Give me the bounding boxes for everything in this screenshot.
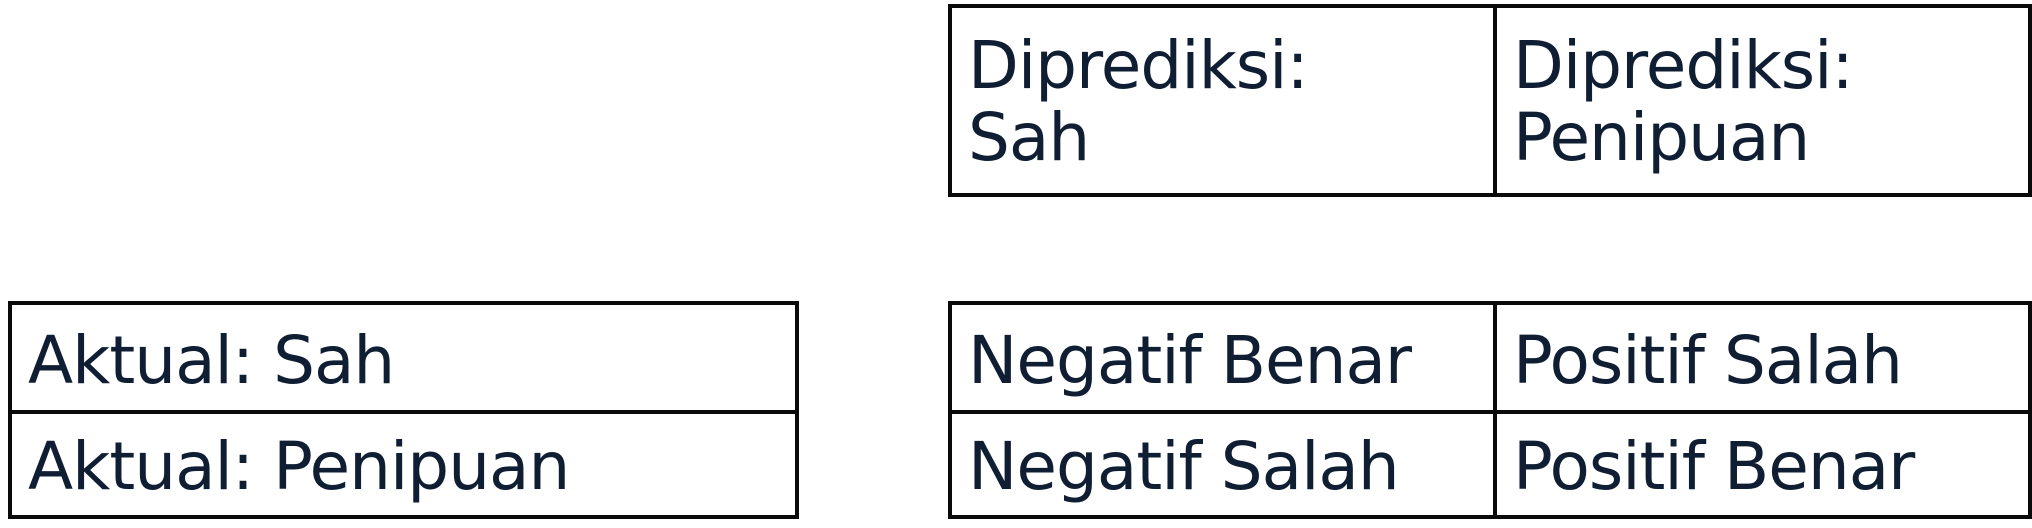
predicted-header-divider	[1493, 8, 1497, 193]
predicted-fraud-header: Diprediksi: Penipuan	[1497, 30, 2032, 174]
actual-header-divider	[12, 410, 795, 414]
predicted-legit-header: Diprediksi: Sah	[952, 30, 1492, 174]
cell-false-positive: Positif Salah	[1513, 322, 1903, 399]
cell-false-negative: Negatif Salah	[968, 428, 1400, 505]
predicted-fraud-line1: Diprediksi:	[1513, 27, 1854, 104]
predicted-header-table: Diprediksi: Sah Diprediksi: Penipuan	[948, 4, 2032, 197]
predicted-legit-line2: Sah	[968, 99, 1090, 176]
confusion-matrix: Negatif Benar Positif Salah Negatif Sala…	[948, 301, 2032, 519]
actual-header-table: Aktual: Sah Aktual: Penipuan	[8, 301, 799, 519]
cell-true-positive: Positif Benar	[1513, 428, 1915, 505]
actual-fraud-header: Aktual: Penipuan	[28, 428, 570, 505]
predicted-legit-line1: Diprediksi:	[968, 27, 1309, 104]
actual-legit-header: Aktual: Sah	[28, 322, 395, 399]
predicted-fraud-line2: Penipuan	[1513, 99, 1810, 176]
matrix-row-divider	[952, 410, 2028, 414]
cell-true-negative: Negatif Benar	[968, 322, 1412, 399]
matrix-col-divider	[1493, 305, 1497, 515]
